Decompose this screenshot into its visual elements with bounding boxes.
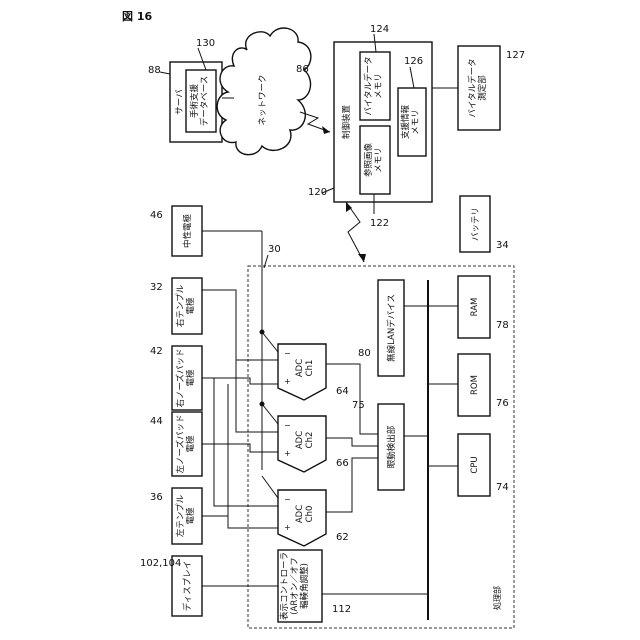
motion-detector-number: 75 <box>352 400 365 411</box>
ram-number: 78 <box>496 320 509 331</box>
svg-text:サーバ: サーバ <box>175 89 185 115</box>
junction-1 <box>260 330 265 335</box>
network-number: 86 <box>296 64 309 75</box>
display-number: 102,104 <box>140 558 181 569</box>
svg-text:ADCCh0: ADCCh0 <box>295 505 315 523</box>
rom-number: 76 <box>496 398 509 409</box>
adc-ch2-label: ADCCh2 <box>295 431 315 449</box>
right-temple-wire <box>202 290 278 360</box>
rom-label: ROM <box>470 375 480 395</box>
left-nose-wire <box>202 444 278 452</box>
control-device-label: 制御装置 <box>341 105 352 140</box>
adc-ch0-number: 62 <box>336 532 349 543</box>
wireless-arrowhead-3 <box>358 254 366 262</box>
svg-text:眼動検出部: 眼動検出部 <box>386 425 397 468</box>
svg-text:ADCCh1: ADCCh1 <box>295 359 315 377</box>
display-label: ディスプレイ <box>182 561 193 611</box>
adc-ch2-minus: − <box>284 421 291 430</box>
battery-number: 34 <box>496 240 509 251</box>
svg-text:ADCCh2: ADCCh2 <box>295 431 315 449</box>
ch0-output <box>326 458 378 512</box>
adc-ch0-plus: + <box>284 523 291 532</box>
left-temple-number: 36 <box>150 492 163 503</box>
ref-to-ch1-minus <box>262 332 278 352</box>
ref-to-ch0-minus <box>262 476 278 498</box>
adc-ch2-number: 66 <box>336 458 349 469</box>
battery-label: バッテリ <box>471 207 481 241</box>
right-nose-wire-b <box>214 378 278 506</box>
wireless-lan-label: 無線LANデバイス <box>386 294 397 362</box>
ch2-output <box>326 438 378 446</box>
server-number: 88 <box>148 65 161 76</box>
ram-label: RAM <box>470 298 480 317</box>
neutral-electrode-number: 46 <box>150 210 163 221</box>
support-memory-number: 126 <box>404 56 423 67</box>
adc-ch0-label: ADCCh0 <box>295 505 315 523</box>
adc-ch1-number: 64 <box>336 386 349 397</box>
left-nose-number: 44 <box>150 416 163 427</box>
right-temple-wire-b <box>236 290 278 432</box>
reference-memory-number: 122 <box>370 218 389 229</box>
svg-text:処理部: 処理部 <box>492 586 502 610</box>
svg-text:無線LANデバイス: 無線LANデバイス <box>386 294 397 362</box>
vital-memory-number: 124 <box>370 24 389 35</box>
vital-measure-number: 127 <box>506 50 525 61</box>
svg-text:バッテリ: バッテリ <box>471 207 481 241</box>
support-memory-label: 支援情報メモリ <box>400 105 421 140</box>
ch1-output <box>326 364 378 434</box>
right-temple-number: 32 <box>150 282 163 293</box>
processing-unit-number: 30 <box>268 244 281 255</box>
svg-text:CPU: CPU <box>470 456 480 473</box>
left-temple-wire <box>202 516 278 528</box>
adc-ch1-minus: − <box>284 349 291 358</box>
wireless-arrowhead-2 <box>346 202 352 212</box>
right-nose-wire <box>202 378 278 384</box>
adc-ch1-plus: + <box>284 377 291 386</box>
wireless-arrowhead-1 <box>322 126 330 134</box>
svg-text:中性電極: 中性電極 <box>182 214 193 249</box>
cpu-label: CPU <box>470 456 480 473</box>
svg-text:ディスプレイ: ディスプレイ <box>182 561 193 611</box>
svg-text:ROM: ROM <box>470 375 480 395</box>
network-label: ネットワーク <box>258 74 268 125</box>
svg-text:ネットワーク: ネットワーク <box>258 74 268 125</box>
motion-detector-label: 眼動検出部 <box>386 425 397 468</box>
neutral-electrode-label: 中性電極 <box>182 214 193 249</box>
server-leader <box>160 72 170 74</box>
adc-ch2-plus: + <box>284 449 291 458</box>
adc-ch1-label: ADCCh1 <box>295 359 315 377</box>
display-controller-number: 112 <box>332 604 351 615</box>
wireless-lan-number: 80 <box>358 348 371 359</box>
reference-memory-label: 参照画像メモリ <box>363 143 384 178</box>
svg-text:参照画像メモリ: 参照画像メモリ <box>363 143 384 178</box>
svg-text:RAM: RAM <box>470 298 480 317</box>
svg-text:制御装置: 制御装置 <box>341 105 352 140</box>
control-lan-wireless <box>346 202 364 262</box>
processing-unit-label: 処理部 <box>492 586 502 610</box>
figure-label: 図 16 <box>122 9 152 23</box>
surgery-db-number: 130 <box>196 38 215 49</box>
cpu-number: 74 <box>496 482 509 493</box>
server-label: サーバ <box>175 89 185 115</box>
ref-to-ch2-minus <box>262 404 278 424</box>
junction-2 <box>260 402 265 407</box>
svg-text:支援情報メモリ: 支援情報メモリ <box>400 105 421 140</box>
adc-ch0-minus: − <box>284 495 291 504</box>
right-nose-number: 42 <box>150 346 163 357</box>
